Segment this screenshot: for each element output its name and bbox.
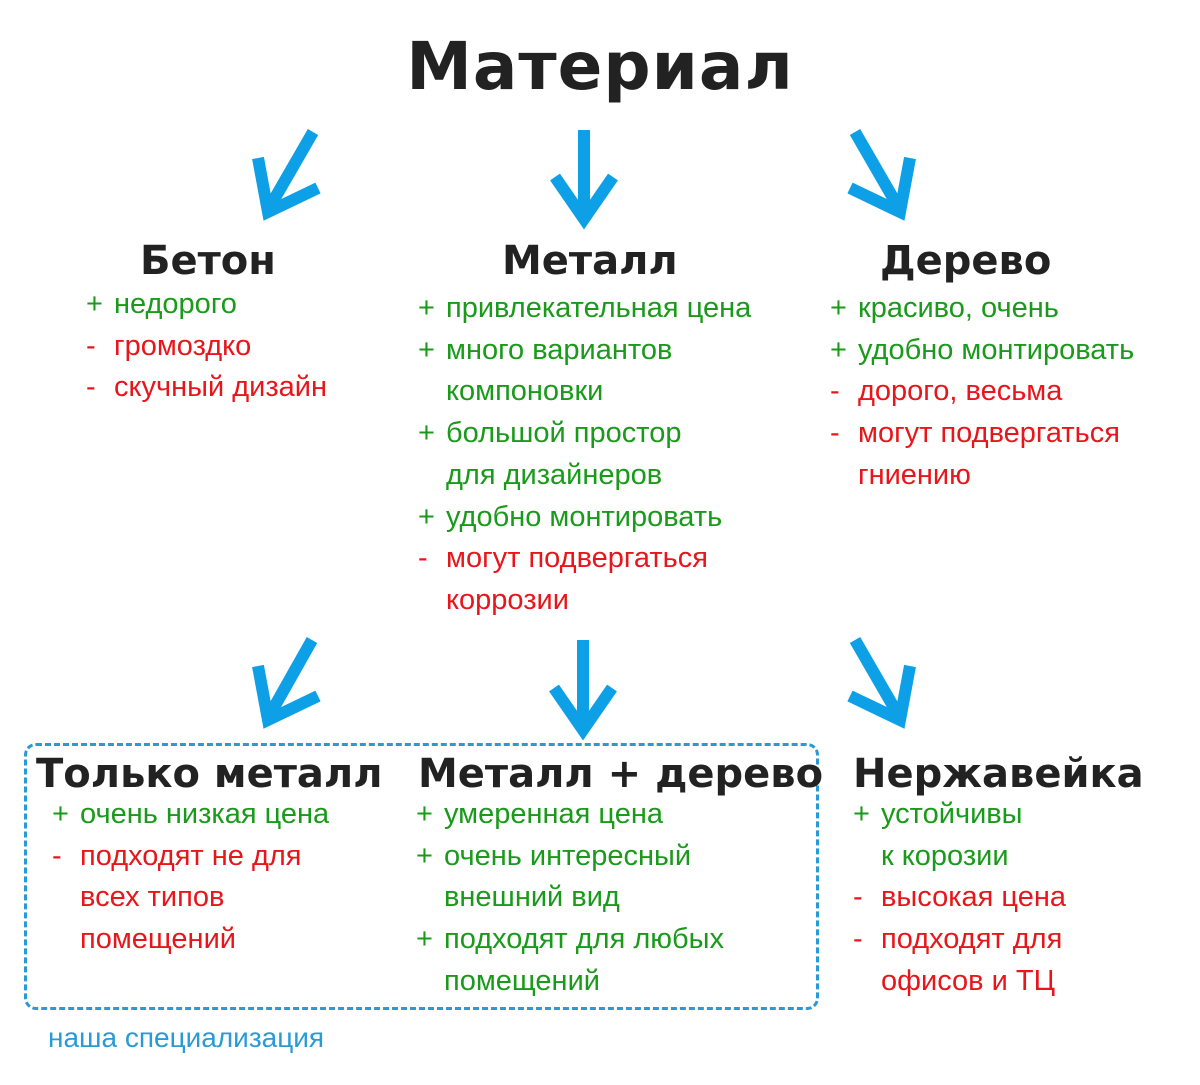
- material-list-concrete: +недорого -громоздко -скучный дизайн: [86, 284, 327, 409]
- option-list-metal-only: +очень низкая цена -подходят не для всех…: [52, 794, 329, 961]
- list-item-continuation: компоновки: [446, 375, 604, 408]
- list-item: +очень интересный: [416, 839, 692, 872]
- material-heading-concrete: Бетон: [140, 238, 276, 284]
- list-item-continuation: коррозии: [446, 583, 569, 616]
- arrow-down-right-icon: [847, 129, 916, 221]
- list-item-continuation: внешний вид: [444, 881, 620, 914]
- list-item: +много вариантов: [418, 333, 673, 366]
- list-item: +недорого: [86, 288, 237, 320]
- material-heading-metal: Металл: [502, 238, 678, 284]
- list-item: +устойчивы: [853, 798, 1023, 830]
- specialization-note: наша специализация: [48, 1022, 325, 1053]
- list-item: -подходят для: [853, 923, 1063, 956]
- material-list-wood: +красиво, очень +удобно монтировать -дор…: [830, 288, 1134, 497]
- list-item-continuation: помещений: [444, 964, 600, 997]
- list-item: -могут подвергаться: [830, 417, 1120, 450]
- list-item-continuation: к корозии: [881, 839, 1009, 872]
- list-item: -подходят не для: [52, 839, 302, 872]
- list-item: -громоздко: [86, 329, 252, 362]
- list-item: +красиво, очень: [830, 292, 1059, 324]
- list-item-continuation: гниению: [858, 458, 971, 491]
- diagram-title: Материал: [406, 28, 794, 105]
- arrow-down-icon: [550, 130, 618, 230]
- list-item: -дорого, весьма: [830, 375, 1063, 408]
- list-item-continuation: для дизайнеров: [446, 458, 663, 491]
- list-item: +удобно монтировать: [418, 500, 723, 533]
- specialization-box: [24, 743, 819, 1010]
- list-item: +большой простор: [418, 417, 682, 450]
- arrow-down-left-icon: [252, 129, 321, 221]
- material-list-metal: +привлекательная цена +много вариантов к…: [418, 288, 751, 622]
- list-item-continuation: всех типов: [80, 881, 225, 914]
- arrow-down-left-icon: [252, 637, 321, 729]
- option-heading-metal-only: Только металл: [36, 751, 383, 797]
- arrow-down-right-icon: [847, 637, 916, 729]
- list-item: -высокая цена: [853, 881, 1066, 914]
- option-heading-metal-wood: Металл + дерево: [418, 751, 824, 797]
- list-item: +умеренная цена: [416, 798, 663, 830]
- list-item-continuation: офисов и ТЦ: [881, 964, 1056, 997]
- option-list-metal-wood: +умеренная цена +очень интересный внешни…: [416, 794, 724, 1003]
- list-item: +привлекательная цена: [418, 292, 752, 324]
- option-list-stainless: +устойчивы к корозии -высокая цена -подх…: [853, 794, 1066, 1003]
- list-item: +подходят для любых: [416, 923, 724, 956]
- option-heading-stainless: Нержавейка: [853, 751, 1144, 797]
- list-item: -скучный дизайн: [86, 371, 327, 404]
- list-item: -могут подвергаться: [418, 542, 708, 575]
- list-item-continuation: помещений: [80, 923, 236, 956]
- arrow-down-icon: [549, 640, 617, 741]
- material-heading-wood: Дерево: [880, 238, 1052, 284]
- list-item: +удобно монтировать: [830, 333, 1135, 366]
- list-item: +очень низкая цена: [52, 798, 330, 830]
